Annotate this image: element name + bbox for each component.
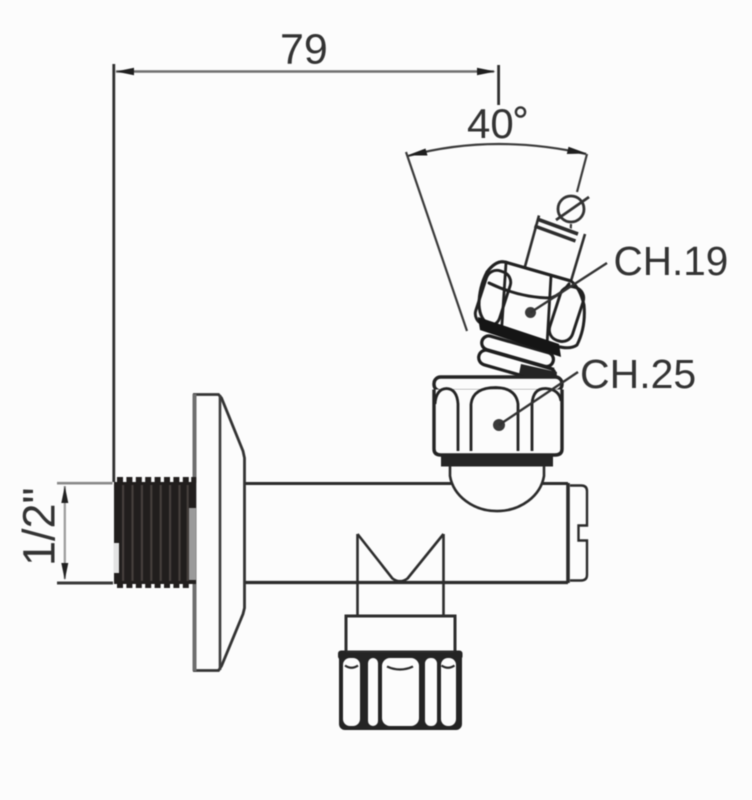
svg-text:40: 40: [467, 100, 514, 147]
svg-text:79: 79: [280, 26, 328, 74]
svg-text:1/2": 1/2": [14, 487, 65, 566]
svg-text:CH.25: CH.25: [580, 351, 696, 397]
svg-text:CH.19: CH.19: [614, 238, 729, 284]
